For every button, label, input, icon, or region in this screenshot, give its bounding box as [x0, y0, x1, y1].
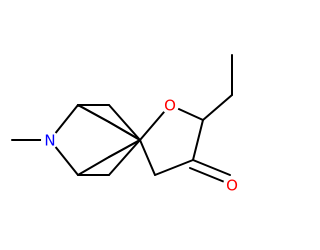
bond-carbonyl-second	[189, 167, 228, 184]
molecule-structure: O O N	[11, 54, 241, 195]
bond-c-c	[77, 104, 110, 123]
bond-c-c	[108, 139, 141, 176]
atom-label-nitrogen: N	[44, 132, 55, 150]
bond-c-c	[108, 121, 141, 141]
atom-oxygen-ring: O	[161, 96, 179, 115]
atom-label-oxygen-ring: O	[164, 97, 176, 115]
bond-c-c	[192, 119, 204, 161]
atom-oxygen-carbonyl: O	[223, 176, 241, 195]
bond-ethyl	[202, 94, 233, 121]
bond-carbonyl	[192, 159, 231, 176]
bond-c-c	[77, 156, 110, 176]
atom-label-oxygen-carbonyl: O	[226, 177, 238, 195]
bond-c-c	[154, 159, 194, 176]
bond-c-c	[108, 139, 141, 158]
atom-nitrogen: N	[41, 131, 59, 150]
bond-c-c	[139, 139, 156, 176]
bond-c-c	[108, 104, 141, 141]
